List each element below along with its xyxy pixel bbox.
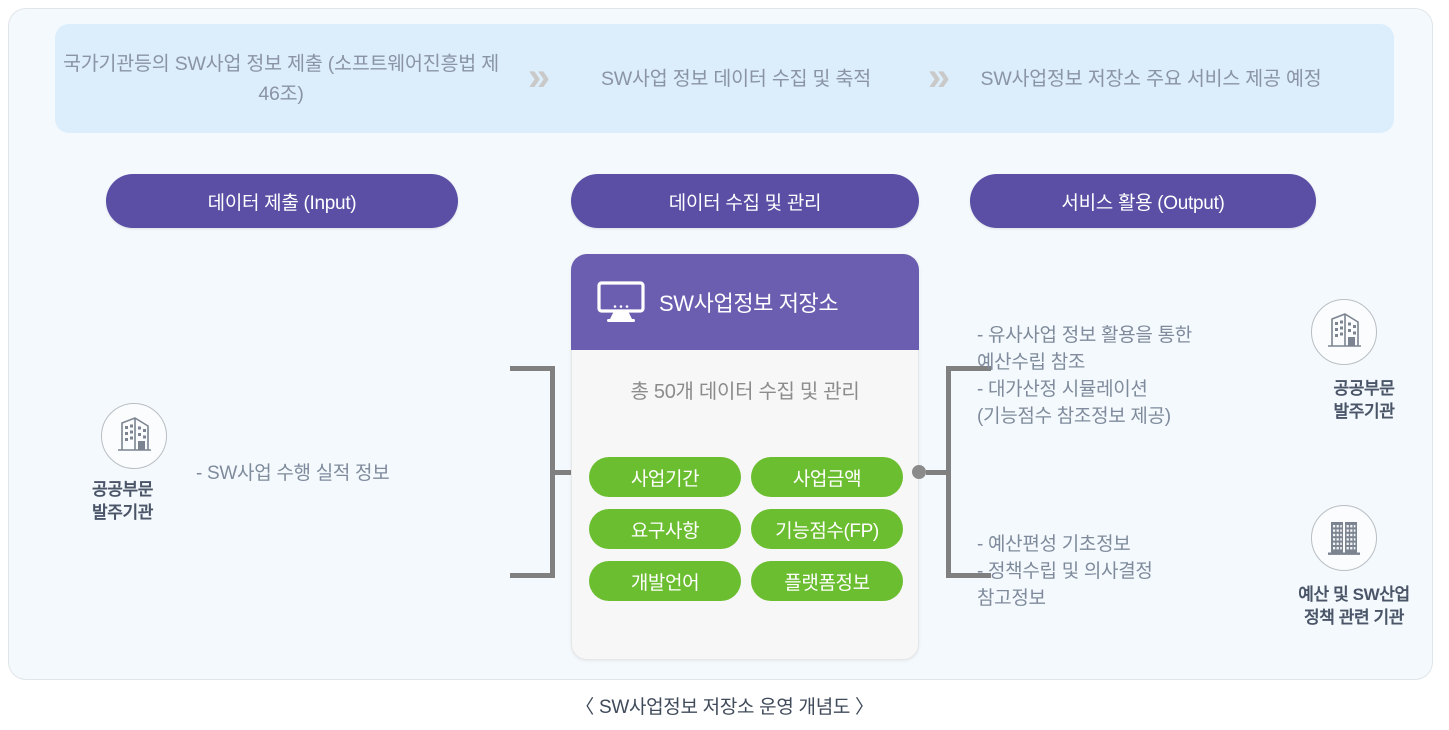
banner-step-2: SW사업 정보 데이터 수집 및 축적 — [601, 67, 871, 90]
building-icon-right-bottom — [1311, 505, 1377, 571]
repository-subtitle: 총 50개 데이터 수집 및 관리 — [630, 381, 860, 403]
building-icon-right-top — [1311, 299, 1377, 365]
right-note-bottom: - 예산편성 기초정보 - 정책수립 및 의사결정 참고정보 — [977, 534, 1153, 609]
data-tag-list: 사업기간 사업금액 요구사항 기능점수(FP) 개발언어 플랫폼정보 — [586, 457, 906, 601]
connector-dot-right — [912, 465, 926, 479]
building-icon-left — [101, 403, 167, 469]
data-tag[interactable]: 플랫폼정보 — [751, 561, 903, 601]
org-label-right-bottom: 예산 및 SW산업 정책 관련 기관 — [1298, 585, 1410, 627]
data-tag[interactable]: 기능점수(FP) — [751, 509, 903, 549]
data-tag[interactable]: 사업기간 — [589, 457, 741, 497]
banner-step-1: 국가기관등의 SW사업 정보 제출 (소프트웨어진흥법 제46조) — [63, 52, 499, 105]
data-tag[interactable]: 사업금액 — [751, 457, 903, 497]
repository-card: SW사업정보 저장소 총 50개 데이터 수집 및 관리 사업기간 사업금액 요… — [571, 254, 919, 660]
left-note: - SW사업 수행 실적 정보 — [196, 463, 390, 484]
banner-step-3: SW사업정보 저장소 주요 서비스 제공 예정 — [980, 67, 1322, 90]
diagram-caption: 〈 SW사업정보 저장소 운영 개념도 〉 — [575, 697, 874, 718]
repository-card-header: SW사업정보 저장소 — [571, 254, 919, 350]
org-label-left: 공공부문 발주기관 — [92, 480, 153, 522]
phase-pill-collect: 데이터 수집 및 관리 — [571, 174, 919, 228]
chevron-right-icon-1: » — [527, 54, 550, 99]
monitor-icon — [595, 280, 647, 324]
data-tag[interactable]: 개발언어 — [589, 561, 741, 601]
connector-bracket-left — [510, 366, 586, 578]
data-tag[interactable]: 요구사항 — [589, 509, 741, 549]
process-banner: 국가기관등의 SW사업 정보 제출 (소프트웨어진흥법 제46조) » SW사업… — [55, 24, 1394, 133]
chevron-right-icon-2: » — [927, 54, 950, 99]
phase-pill-input: 데이터 제출 (Input) — [106, 174, 458, 228]
connector-bracket-right — [912, 366, 991, 578]
repository-title: SW사업정보 저장소 — [659, 291, 839, 316]
org-label-right-top: 공공부문 발주기관 — [1333, 379, 1395, 421]
right-note-top: - 유사사업 정보 활용을 통한 예산수립 참조 - 대가산정 시뮬레이션 (기… — [977, 325, 1192, 427]
phase-pill-output: 서비스 활용 (Output) — [970, 174, 1316, 228]
